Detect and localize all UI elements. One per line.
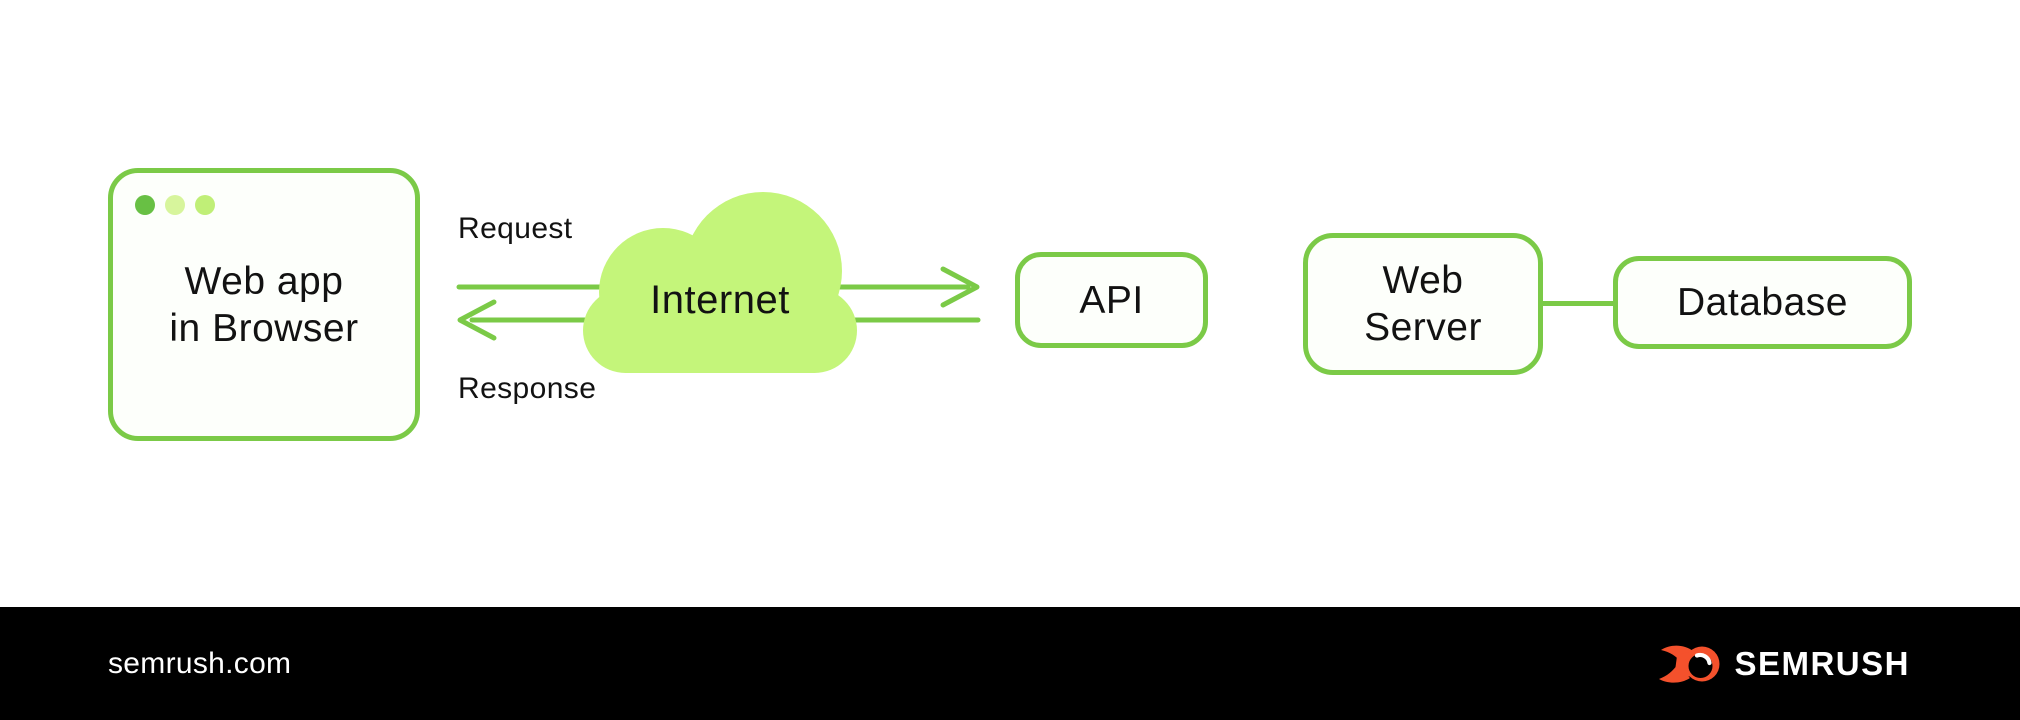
- web-server-label: Web Server: [1364, 259, 1482, 349]
- api-node: API: [1015, 252, 1208, 348]
- database-node: Database: [1613, 256, 1912, 349]
- site-url: semrush.com: [108, 646, 292, 680]
- response-label: Response: [458, 372, 597, 405]
- web-app-label: Web app in Browser: [169, 259, 359, 350]
- server-database-connector: [1543, 301, 1613, 306]
- semrush-logo: SEMRUSH: [1657, 643, 1910, 685]
- semrush-flame-icon: [1659, 645, 1720, 683]
- api-label: API: [1079, 278, 1144, 322]
- database-label: Database: [1677, 281, 1848, 324]
- web-app-node: Web app in Browser: [108, 168, 420, 441]
- semrush-wordmark: SEMRUSH: [1734, 644, 1910, 682]
- internet-label: Internet: [650, 278, 790, 322]
- traffic-light-dots-icon: [135, 195, 215, 215]
- cloud-icon: [583, 192, 857, 373]
- footer-bar: semrush.com SEMRUSH: [0, 607, 2020, 720]
- window-dot-icon: [135, 195, 155, 215]
- internet-cloud-node: Internet: [583, 192, 857, 373]
- window-dot-icon: [195, 195, 215, 215]
- web-server-node: Web Server: [1303, 233, 1543, 375]
- window-dot-icon: [165, 195, 185, 215]
- request-label: Request: [458, 212, 573, 245]
